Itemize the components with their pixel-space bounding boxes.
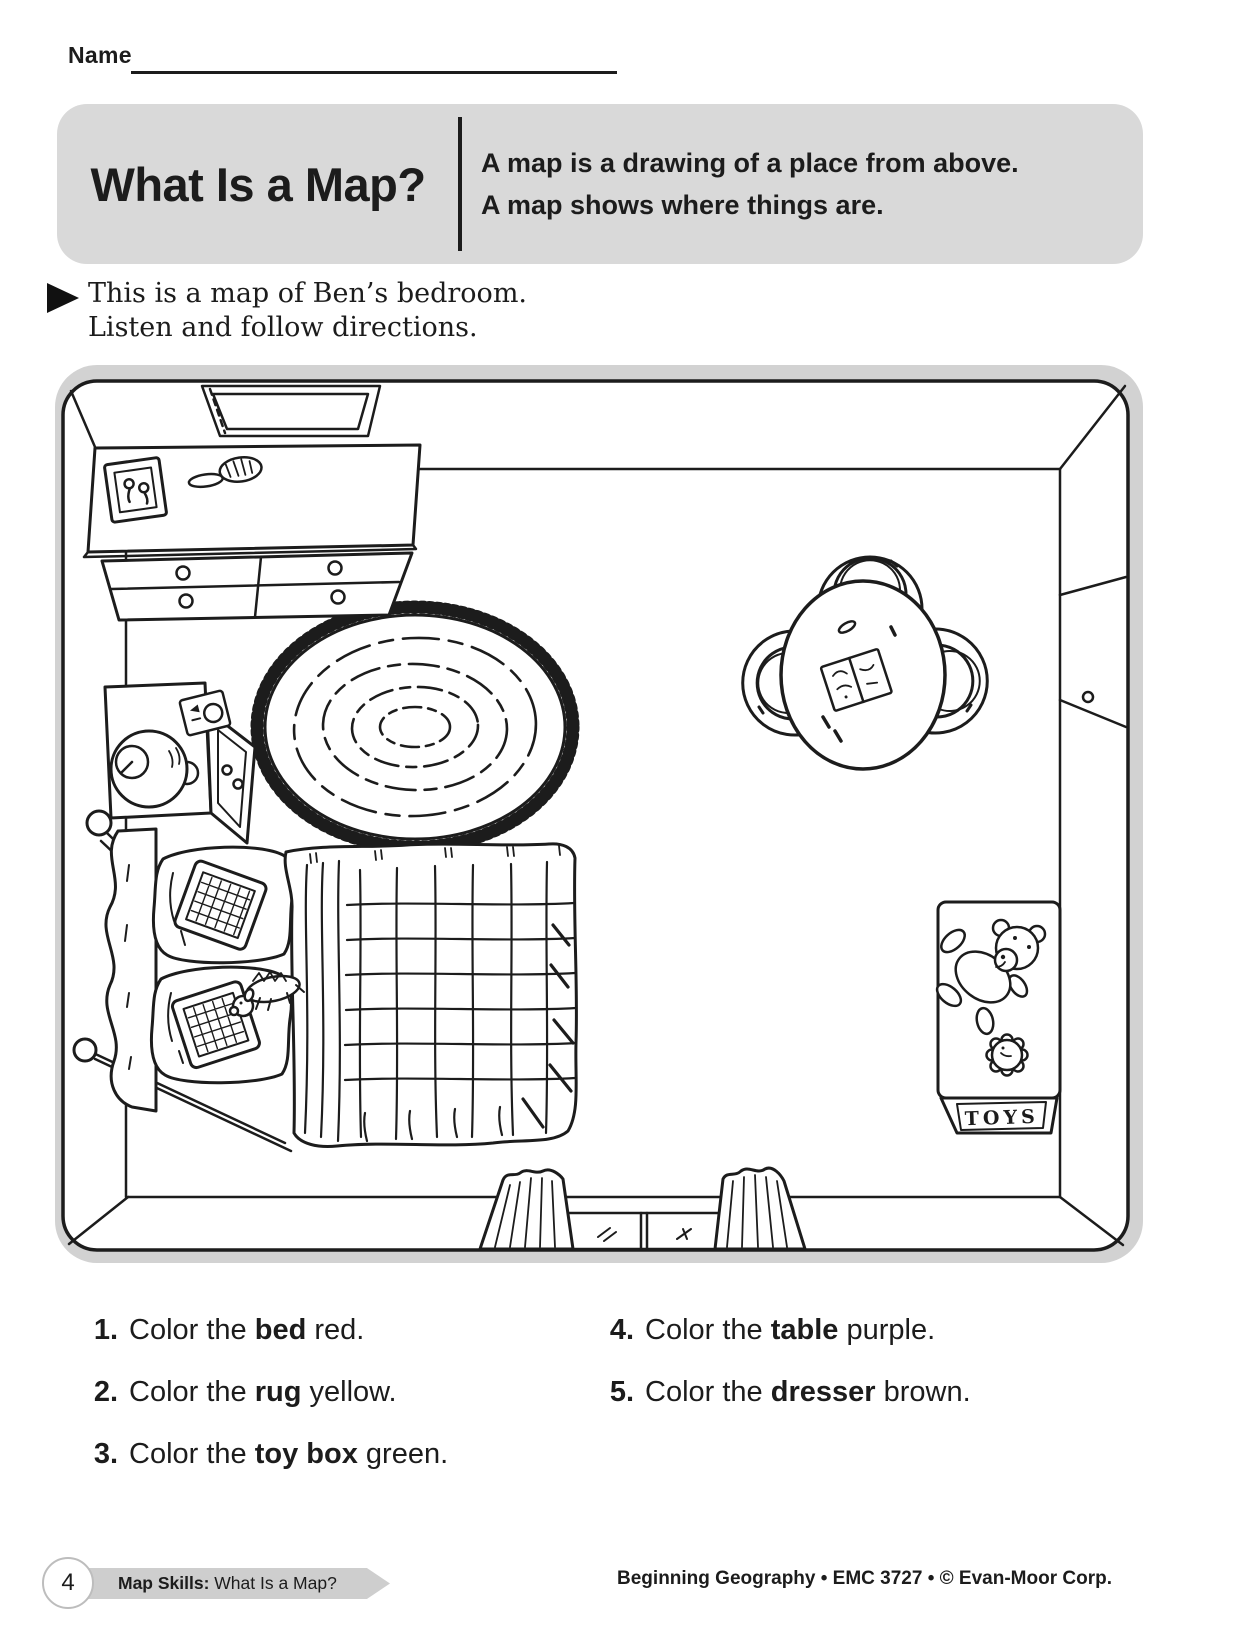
bedpost-icon	[72, 1037, 98, 1063]
teddy-bear-icon	[935, 918, 1047, 1036]
blanket	[283, 842, 578, 1148]
drawer-knob-icon	[175, 565, 191, 581]
direction-number: 4.	[609, 1314, 634, 1346]
radio-icon	[178, 689, 232, 737]
door	[1058, 575, 1128, 729]
table[interactable]	[779, 579, 947, 771]
direction-item-3: 3. Color the toy box green.	[86, 1437, 448, 1471]
direction-item-4: 4. Color the table purple.	[602, 1313, 971, 1347]
header-box: What Is a Map? A map is a drawing of a p…	[57, 104, 1143, 264]
header-divider	[458, 117, 462, 251]
footer-series-title: Map Skills: What Is a Map?	[118, 1573, 337, 1593]
page-title: What Is a Map?	[90, 157, 426, 211]
plush-toy-icon	[985, 1033, 1029, 1077]
drawer-knob-icon	[178, 593, 194, 609]
instruction-line-2: Listen and follow directions.	[88, 312, 478, 343]
drawer-knob-icon	[330, 589, 346, 605]
directions-column-left: 1. Color the bed red. 2. Color the rug y…	[86, 1313, 448, 1499]
bedpost-icon	[85, 809, 113, 837]
curtain-left	[478, 1168, 575, 1251]
header-line-2: A map shows where things are.	[481, 190, 884, 220]
direction-number: 1.	[93, 1314, 118, 1346]
toy-box[interactable]: TOYS	[933, 900, 1062, 1135]
dresser[interactable]	[82, 443, 422, 622]
header-description: A map is a drawing of a place from above…	[481, 104, 1019, 264]
drawer-knob-icon	[327, 560, 343, 576]
curtain-right	[713, 1166, 807, 1251]
instruction-text: This is a map of Ben’s bedroom. Listen a…	[88, 277, 527, 345]
lamp-icon	[109, 729, 200, 809]
book-icon	[819, 648, 893, 712]
crayon-icon	[837, 620, 857, 634]
direction-item-1: 1. Color the bed red.	[86, 1313, 448, 1347]
blanket-overhang	[104, 827, 158, 1113]
direction-item-5: 5. Color the dresser brown.	[602, 1375, 971, 1409]
cabinet-knob-icon	[232, 778, 244, 790]
toys-label: TOYS	[964, 1106, 1039, 1131]
direction-number: 5.	[609, 1376, 634, 1408]
direction-number: 2.	[93, 1376, 118, 1408]
deco-pillow	[173, 859, 268, 951]
stuffed-animal-icon	[228, 971, 305, 1018]
arrow-bullet-icon	[47, 283, 79, 313]
name-write-line[interactable]	[131, 71, 617, 74]
footer-publisher: Beginning Geography • EMC 3727 • © Evan-…	[617, 1568, 1112, 1589]
page-number-badge: 4	[42, 1557, 94, 1609]
cabinet-knob-icon	[221, 764, 233, 776]
rug[interactable]	[250, 600, 580, 854]
window	[558, 1211, 727, 1251]
mirror	[200, 384, 382, 438]
header-line-1: A map is a drawing of a place from above…	[481, 148, 1019, 178]
direction-item-2: 2. Color the rug yellow.	[86, 1375, 448, 1409]
directions-column-right: 4. Color the table purple. 5. Color the …	[602, 1313, 971, 1437]
door-knob-icon	[1081, 690, 1095, 704]
picture-frame-icon	[103, 456, 168, 524]
crayon-icon	[821, 625, 897, 743]
bedroom-map: TOYS	[55, 365, 1143, 1263]
bed[interactable]	[72, 809, 578, 1153]
name-label: Name	[68, 42, 132, 68]
footer-banner	[60, 1568, 390, 1599]
instruction-line-1: This is a map of Ben’s bedroom.	[88, 278, 528, 309]
hairbrush-icon	[187, 456, 263, 489]
nightstand	[103, 681, 257, 845]
direction-number: 3.	[93, 1438, 118, 1470]
